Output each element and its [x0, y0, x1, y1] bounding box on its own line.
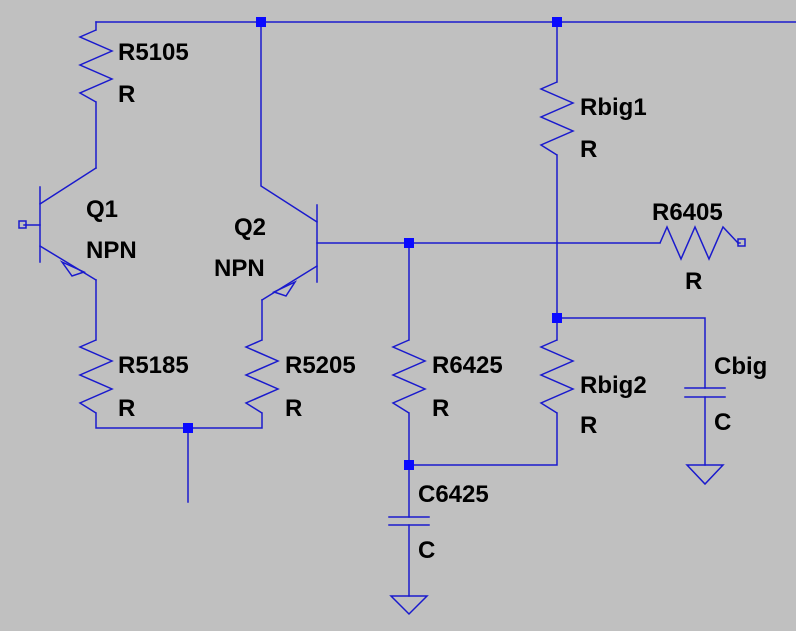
- q2-name-label: Q2: [234, 214, 266, 241]
- transistor-q1-symbol[interactable]: [38, 186, 98, 282]
- resistor-r5105-symbol[interactable]: [78, 29, 114, 103]
- resistors: [78, 29, 739, 414]
- r5185-value-label: R: [118, 395, 135, 422]
- rbig2-value-label: R: [580, 412, 597, 439]
- resistor-r6405-symbol[interactable]: [659, 225, 739, 261]
- junction-dot: [552, 17, 562, 27]
- r5105-name-label: R5105: [118, 39, 189, 66]
- port-terminal-icon[interactable]: [737, 238, 746, 247]
- resistor-rbig2-symbol[interactable]: [539, 339, 575, 414]
- resistor-r6425-symbol[interactable]: [391, 339, 427, 414]
- r6425-name-label: R6425: [432, 352, 503, 379]
- rbig1-name-label: Rbig1: [580, 94, 647, 121]
- junction-dot: [256, 17, 266, 27]
- resistor-r5205-symbol[interactable]: [244, 339, 280, 414]
- junction-dot: [404, 460, 414, 470]
- wires: [23, 21, 796, 597]
- junction-dot: [404, 238, 414, 248]
- r5205-name-label: R5205: [285, 352, 356, 379]
- cbig-name-label: Cbig: [714, 353, 767, 380]
- port-terminal-icon[interactable]: [18, 220, 27, 229]
- q1-name-label: Q1: [86, 196, 118, 223]
- c6425-value-label: C: [418, 537, 435, 564]
- r5105-value-label: R: [118, 81, 135, 108]
- component-labels: R5105 R Rbig1 R Q1 NPN Q2 NPN R6405 R R5…: [86, 39, 767, 564]
- r6405-value-label: R: [685, 268, 702, 295]
- rbig2-name-label: Rbig2: [580, 372, 647, 399]
- ground-icon: [389, 595, 429, 616]
- r5185-name-label: R5185: [118, 352, 189, 379]
- resistor-rbig1-symbol[interactable]: [539, 81, 575, 156]
- junction-dot: [552, 313, 562, 323]
- r5205-value-label: R: [285, 395, 302, 422]
- r6425-value-label: R: [432, 395, 449, 422]
- junctions: [183, 17, 562, 470]
- capacitor-c6425-symbol[interactable]: [388, 516, 430, 526]
- capacitor-cbig-symbol[interactable]: [684, 387, 726, 398]
- cbig-value-label: C: [714, 409, 731, 436]
- q1-value-label: NPN: [86, 237, 137, 264]
- resistor-r5185-symbol[interactable]: [78, 339, 114, 414]
- rbig1-value-label: R: [580, 136, 597, 163]
- r6405-name-label: R6405: [652, 199, 723, 226]
- ground-icon: [685, 464, 725, 486]
- junction-dot: [183, 423, 193, 433]
- q2-value-label: NPN: [214, 255, 265, 282]
- c6425-name-label: C6425: [418, 481, 489, 508]
- transistor-q2-symbol[interactable]: [260, 204, 319, 302]
